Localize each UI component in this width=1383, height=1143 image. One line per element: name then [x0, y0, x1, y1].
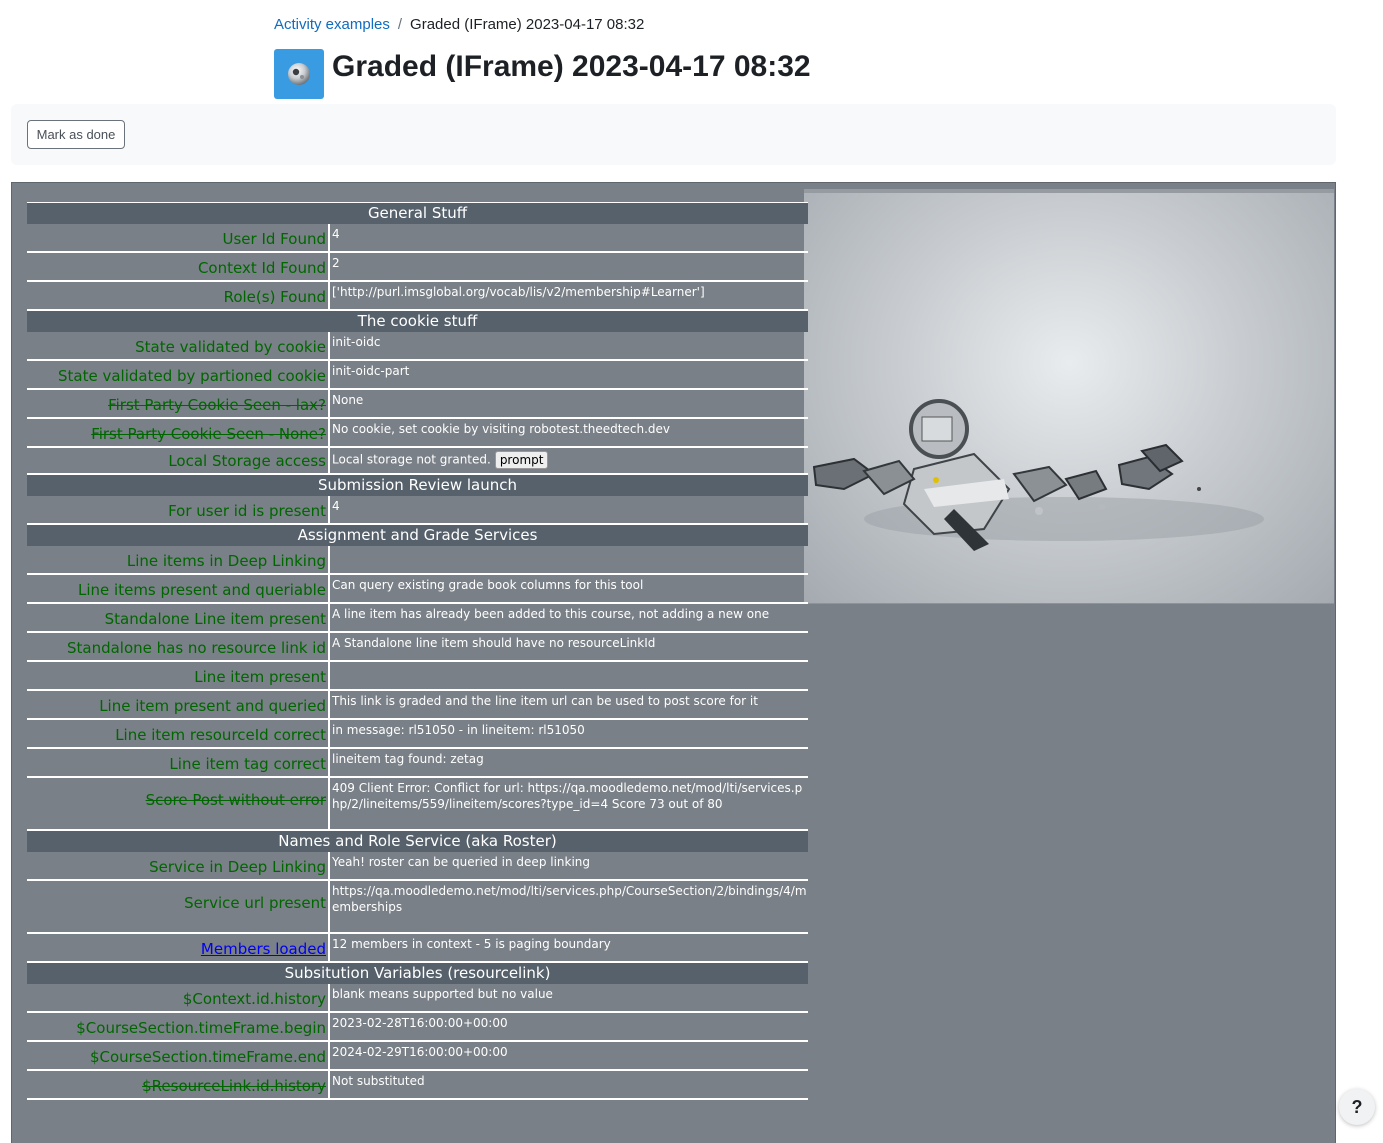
section-header-general: General Stuff [27, 202, 809, 224]
row-label-standalone-no-link: Standalone has no resource link id [27, 632, 330, 662]
row-label-user-id: User Id Found [27, 224, 330, 253]
row-value-standalone-no-link: A Standalone line item should have no re… [329, 632, 809, 662]
row-value-service-url: https://qa.moodledemo.net/mod/lti/servic… [329, 880, 809, 934]
section-header-subst: Subsitution Variables (resourcelink) [27, 961, 809, 984]
row-value-score-post: 409 Client Error: Conflict for url: http… [329, 777, 809, 831]
local-storage-status: Local storage not granted. [332, 452, 491, 467]
row-label-standalone-present: Standalone Line item present [27, 603, 330, 633]
page-title: Graded (IFrame) 2023-04-17 08:32 [332, 50, 811, 83]
section-header-nrps: Names and Role Service (aka Roster) [27, 829, 809, 852]
row-value-service-deeplinking: Yeah! roster can be queried in deep link… [329, 852, 809, 881]
row-label-members-loaded: Members loaded [27, 933, 330, 963]
row-label-tag-correct: Line item tag correct [27, 748, 330, 778]
row-label-lineitem-present: Line item present [27, 661, 330, 691]
row-value-standalone-present: A line item has already been added to th… [329, 603, 809, 633]
section-header-cookie: The cookie stuff [27, 309, 809, 332]
row-label-local-storage: Local Storage access [27, 447, 330, 475]
row-label-timeframe-end: $CourseSection.timeFrame.end [27, 1041, 330, 1071]
row-label-roles: Role(s) Found [27, 281, 330, 311]
breadcrumb-current: Graded (IFrame) 2023-04-17 08:32 [410, 16, 645, 33]
row-label-timeframe-begin: $CourseSection.timeFrame.begin [27, 1012, 330, 1042]
breadcrumb-link-activity-examples[interactable]: Activity examples [274, 16, 390, 33]
row-value-tag-correct: lineitem tag found: zetag [329, 748, 809, 778]
prompt-storage-button[interactable]: prompt [494, 451, 549, 469]
row-value-timeframe-end: 2024-02-29T16:00:00+00:00 [329, 1041, 809, 1071]
row-label-context-id: Context Id Found [27, 252, 330, 282]
row-value-context-history: blank means supported but no value [329, 984, 809, 1013]
row-label-resourceid-correct: Line item resourceId correct [27, 719, 330, 749]
row-value-resourceid-correct: in message: rl51050 - in lineitem: rl510… [329, 719, 809, 749]
row-value-state-partitioned: init-oidc-part [329, 360, 809, 390]
row-value-lineitem-present [329, 661, 809, 691]
members-loaded-link[interactable]: Members loaded [200, 940, 326, 958]
section-header-ags: Assignment and Grade Services [27, 523, 809, 546]
robot-background-image [804, 189, 1334, 604]
mark-as-done-button[interactable]: Mark as done [27, 120, 125, 149]
row-label-cookie-none: First Party Cookie Seen - None? [27, 418, 330, 448]
row-label-state-cookie: State validated by cookie [27, 332, 330, 361]
section-header-submission: Submission Review launch [27, 473, 809, 496]
row-value-context-id: 2 [329, 252, 809, 282]
row-value-user-id: 4 [329, 224, 809, 253]
row-value-state-cookie: init-oidc [329, 332, 809, 361]
row-label-service-url: Service url present [27, 880, 330, 934]
row-value-cookie-none: No cookie, set cookie by visiting robote… [329, 418, 809, 448]
breadcrumb-separator: / [397, 16, 403, 33]
breadcrumb: Activity examples / Graded (IFrame) 2023-0… [274, 15, 644, 35]
row-value-for-user-id: 4 [329, 496, 809, 525]
help-button[interactable]: ? [1339, 1089, 1375, 1125]
row-value-cookie-lax: None [329, 389, 809, 419]
puzzle-sphere-icon [288, 63, 310, 85]
row-label-lineitems-queriable: Line items present and queriable [27, 574, 330, 604]
row-label-resourcelink-history: $ResourceLink.id.history [27, 1070, 330, 1100]
row-value-resourcelink-history: Not substituted [329, 1070, 809, 1100]
row-value-roles: ['http://purl.imsglobal.org/vocab/lis/v2… [329, 281, 809, 311]
lti-external-tool-icon [274, 49, 324, 99]
row-label-lineitem-queried: Line item present and queried [27, 690, 330, 720]
row-value-members-loaded: 12 members in context - 5 is paging boun… [329, 933, 809, 963]
hero-top-strip [804, 189, 1334, 193]
row-value-timeframe-begin: 2023-02-28T16:00:00+00:00 [329, 1012, 809, 1042]
broken-robot-illustration [812, 399, 1264, 551]
row-value-lineitems-deeplinking [329, 546, 809, 575]
row-label-score-post: Score Post without error [27, 777, 330, 831]
row-label-for-user-id: For user id is present [27, 496, 330, 525]
row-label-service-deeplinking: Service in Deep Linking [27, 852, 330, 881]
row-value-lineitem-queried: This link is graded and the line item ur… [329, 690, 809, 720]
row-label-cookie-lax: First Party Cookie Seen - lax? [27, 389, 330, 419]
activity-completion-bar: Mark as done [11, 104, 1336, 165]
row-value-local-storage: Local storage not granted.prompt [329, 447, 809, 475]
row-label-context-history: $Context.id.history [27, 984, 330, 1013]
row-label-state-partitioned: State validated by partioned cookie [27, 360, 330, 390]
row-value-lineitems-queriable: Can query existing grade book columns fo… [329, 574, 809, 604]
row-label-lineitems-deeplinking: Line items in Deep Linking [27, 546, 330, 575]
